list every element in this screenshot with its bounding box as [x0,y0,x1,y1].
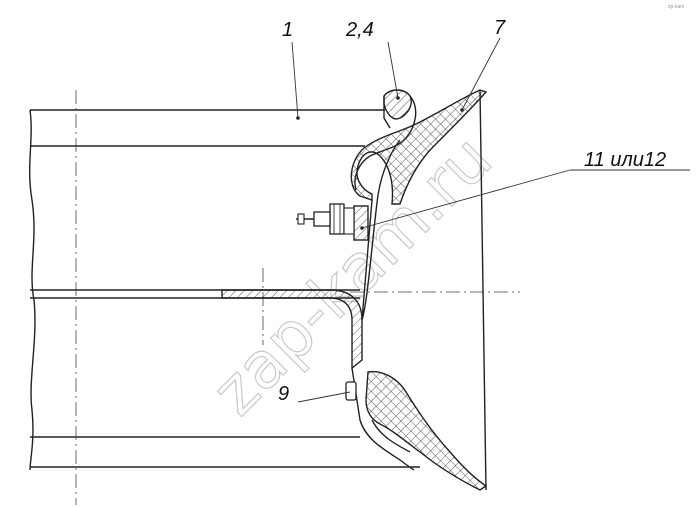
center-lines [75,90,520,505]
callout-9: 9 [278,383,289,405]
callout-1: 1 [282,19,293,41]
callout-7: 7 [494,17,506,39]
corner-mark: zp-kam [668,4,684,10]
tyre-wall [350,89,488,491]
valve-assembly [296,203,369,241]
callout-11-12: 11 или12 [584,149,666,171]
leader-lines [291,37,690,403]
callout-2-4: 2,4 [345,19,374,41]
balance-weight [345,381,357,401]
tube-body [28,109,420,471]
